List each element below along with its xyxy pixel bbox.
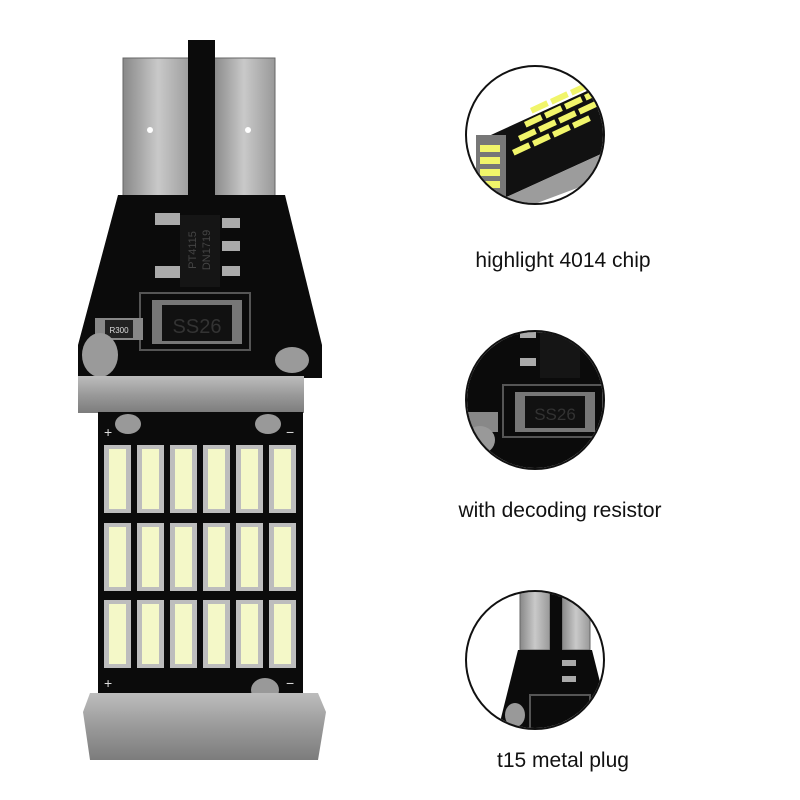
- polarity-plus: +: [104, 424, 112, 440]
- led-grid: [104, 445, 296, 668]
- inset-led-chip: [551, 124, 571, 138]
- diode-mark: SS26: [173, 316, 222, 338]
- led-emitter: [175, 604, 192, 664]
- ic-mark-1: PT4115: [187, 231, 199, 269]
- inset-led-chip: [480, 169, 500, 176]
- led-emitter: [142, 604, 159, 664]
- inset-led-chip: [544, 105, 563, 119]
- led-emitter: [241, 527, 258, 587]
- led-emitter: [274, 527, 291, 587]
- led-emitter: [109, 449, 126, 509]
- polarity-minus-bottom: −: [286, 675, 294, 691]
- driver-ic: PT4115 DN1719: [155, 213, 240, 287]
- led-emitter: [175, 449, 192, 509]
- inset-led-chip: [524, 114, 543, 128]
- led-emitter: [241, 604, 258, 664]
- led-emitter: [208, 527, 225, 587]
- inset-chip: [465, 65, 605, 205]
- resistor-mark: R300: [109, 326, 129, 335]
- ic-mark-2: DN1719: [201, 230, 213, 270]
- inset-led-chip: [518, 128, 537, 142]
- inset-led-chip: [558, 110, 577, 124]
- led-emitter: [208, 604, 225, 664]
- inset-led-chip: [511, 142, 531, 156]
- bottom-metal-bar: [83, 693, 326, 760]
- inset-led-chip: [480, 193, 500, 200]
- inset-led-chip: [563, 96, 583, 110]
- inset-led-chip: [538, 119, 557, 133]
- inset-resistor: SS26: [465, 330, 605, 470]
- inset-diode-mark: SS26: [534, 405, 576, 424]
- led-emitter: [142, 449, 159, 509]
- led-emitter: [175, 527, 192, 587]
- inset-led-chip: [532, 133, 551, 147]
- inset-led-chip: [480, 145, 500, 152]
- inset-plug: [465, 590, 605, 730]
- inset-led-chip: [480, 157, 500, 164]
- led-emitter: [142, 527, 159, 587]
- polarity-plus-bottom: +: [104, 675, 112, 691]
- metal-plug: [122, 40, 276, 200]
- diode: SS26: [139, 292, 251, 351]
- inset-led-chip: [571, 115, 591, 129]
- led-pcb: [98, 412, 303, 702]
- led-emitter: [274, 449, 291, 509]
- caption-chip: highlight 4014 chip: [475, 249, 651, 272]
- resistor: R300: [95, 318, 143, 340]
- led-emitter: [274, 604, 291, 664]
- caption-resistor: with decoding resistor: [458, 499, 662, 522]
- inset-led-chip: [590, 73, 603, 87]
- led-emitter: [241, 449, 258, 509]
- inset-led-chip: [578, 101, 597, 115]
- inset-led-chip: [550, 91, 569, 105]
- caption-plug: t15 metal plug: [497, 749, 629, 772]
- middle-metal-bar: [78, 376, 304, 413]
- inset-led-chip: [480, 181, 500, 188]
- polarity-minus: −: [286, 424, 294, 440]
- led-emitter: [109, 604, 126, 664]
- inset-led-chip: [530, 100, 549, 114]
- led-emitter: [208, 449, 225, 509]
- led-emitter: [109, 527, 126, 587]
